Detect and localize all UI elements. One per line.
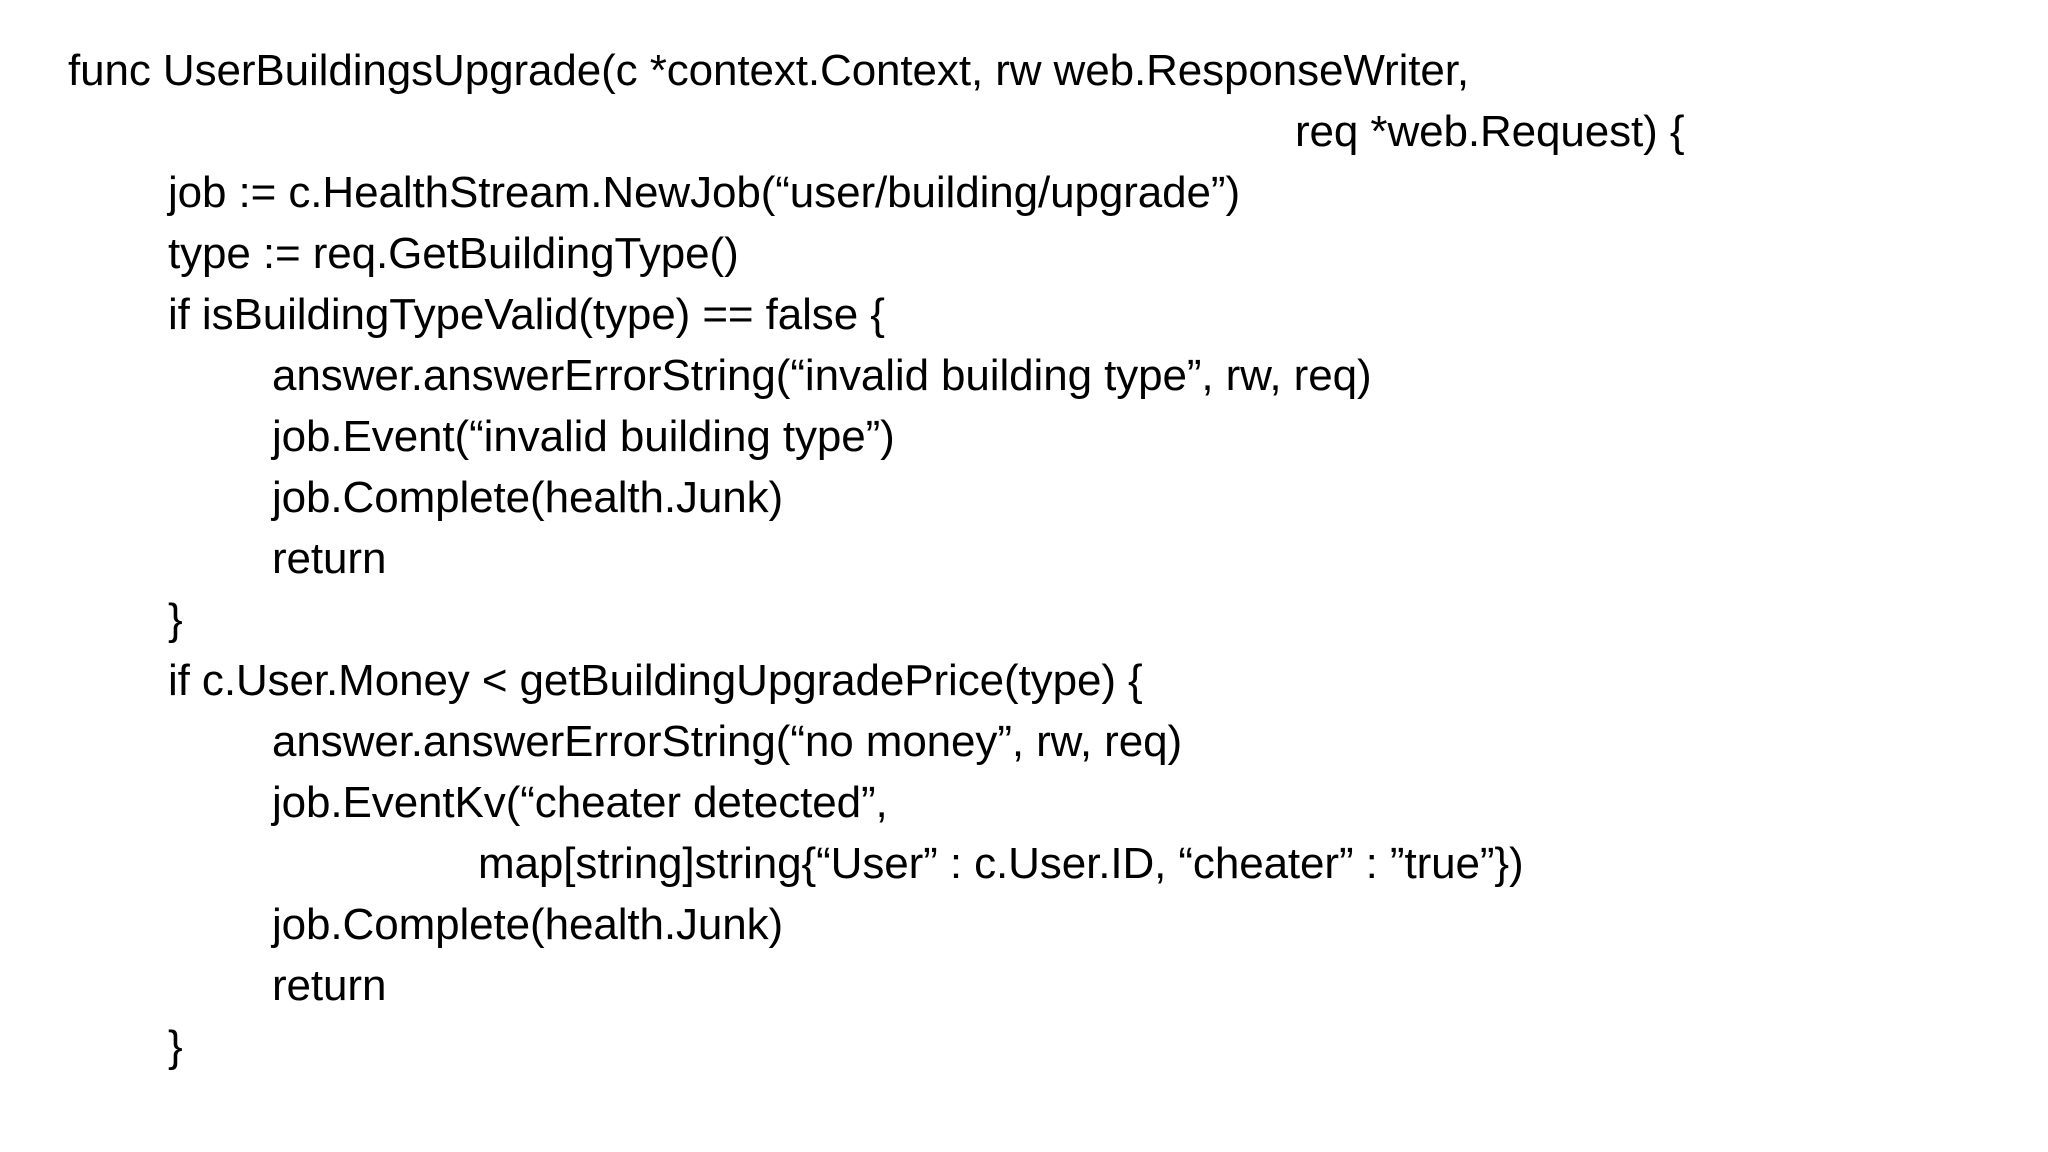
code-block: func UserBuildingsUpgrade(c *context.Con… (0, 40, 2048, 1077)
code-line: job := c.HealthStream.NewJob(“user/build… (168, 168, 1241, 217)
code-line: func UserBuildingsUpgrade(c *context.Con… (68, 46, 1470, 95)
code-line: map[string]string{“User” : c.User.ID, “c… (478, 839, 1524, 888)
code-line: job.EventKv(“cheater detected”, (272, 778, 888, 827)
code-line: return (272, 534, 387, 583)
code-line: } (168, 595, 183, 644)
code-line: job.Event(“invalid building type”) (272, 412, 895, 461)
code-line: if isBuildingTypeValid(type) == false { (168, 290, 885, 339)
code-line: return (272, 961, 387, 1010)
code-line: if c.User.Money < getBuildingUpgradePric… (168, 656, 1143, 705)
code-line: answer.answerErrorString(“invalid buildi… (272, 351, 1372, 400)
code-line: req *web.Request) { (1295, 107, 1685, 156)
code-line: job.Complete(health.Junk) (272, 900, 784, 949)
code-line: job.Complete(health.Junk) (272, 473, 784, 522)
code-line: } (168, 1022, 183, 1071)
code-line: type := req.GetBuildingType() (168, 229, 739, 278)
code-line: answer.answerErrorString(“no money”, rw,… (272, 717, 1183, 766)
